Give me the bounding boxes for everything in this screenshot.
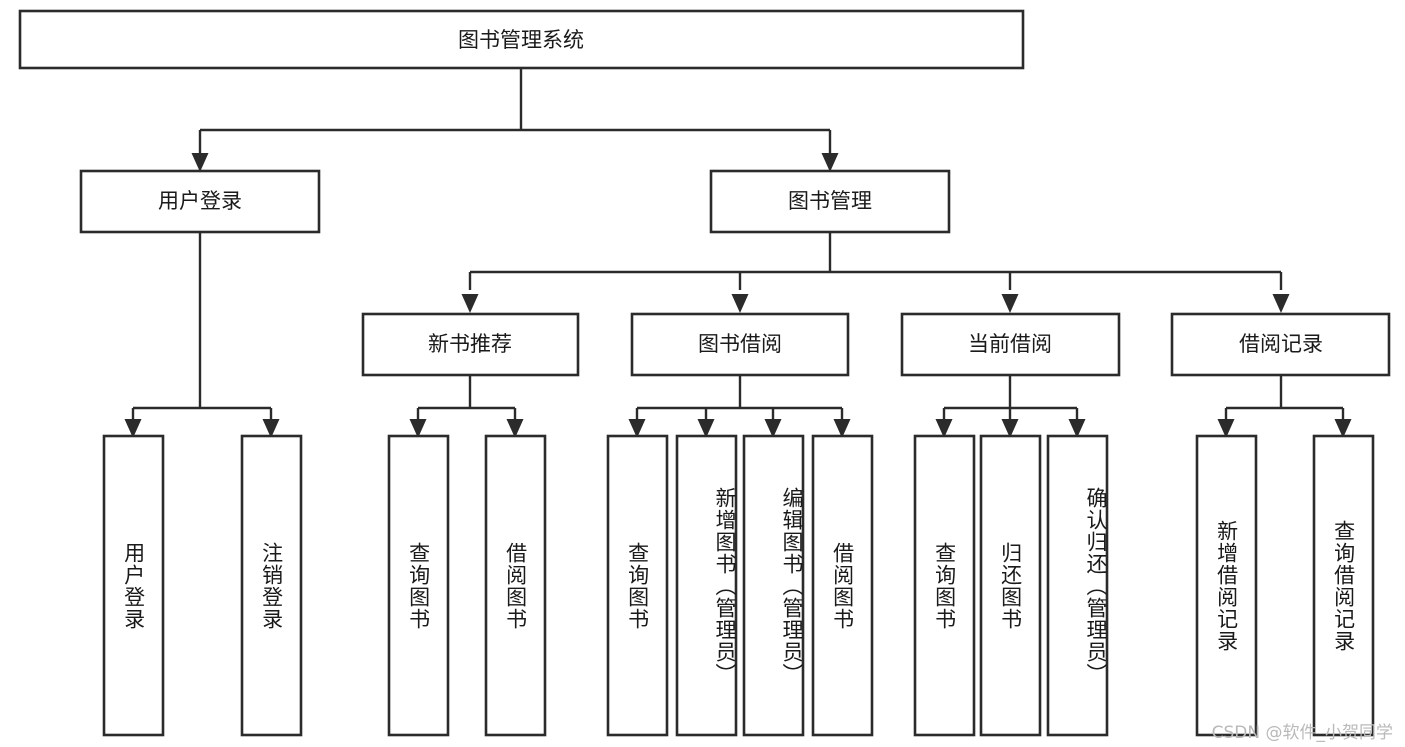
leaf-box-return-book [979, 434, 1042, 737]
leaf-box-logout-login [240, 434, 303, 737]
leaf-box-add-book-admin [675, 434, 738, 737]
leaf-box-query-book-1 [387, 434, 450, 737]
connector-root-to-level1 [191, 68, 839, 172]
csdn-watermark: CSDN @软件_小贺同学 [1211, 723, 1393, 743]
node-borrow-record[interactable]: 借阅记录 [1170, 312, 1391, 377]
leaf-box-query-book-3 [913, 434, 976, 737]
connector-bookmgmt-to-level2 [461, 232, 1290, 313]
leaf-box-query-book-2 [606, 434, 669, 737]
node-book-management[interactable]: 图书管理 [709, 169, 951, 234]
node-book-borrow[interactable]: 图书借阅 [630, 312, 850, 377]
leaf-box-user-login [102, 434, 165, 737]
leaf-box-edit-book-admin [742, 434, 805, 737]
leaf-box-query-borrow-record [1312, 434, 1375, 737]
connector-bookborrow-to-leaves [628, 375, 851, 438]
node-root-label: 图书管理系统 [458, 28, 584, 52]
node-user-login-label: 用户登录 [158, 189, 242, 213]
connector-userlogin-to-leaves [124, 232, 280, 438]
node-current-borrow-label: 当前借阅 [968, 332, 1052, 356]
node-current-borrow[interactable]: 当前借阅 [900, 312, 1121, 377]
node-borrow-record-label: 借阅记录 [1239, 332, 1323, 356]
node-new-book-recommend-label: 新书推荐 [428, 332, 512, 356]
node-root-book-management-system[interactable]: 图书管理系统 [18, 9, 1025, 70]
connector-borrowrecord-to-leaves [1217, 375, 1352, 438]
node-new-book-recommend[interactable]: 新书推荐 [361, 312, 580, 377]
leaf-box-borrow-book-2 [811, 434, 874, 737]
node-book-management-label: 图书管理 [788, 189, 872, 213]
node-book-borrow-label: 图书借阅 [698, 332, 782, 356]
node-user-login[interactable]: 用户登录 [79, 169, 321, 234]
leaf-box-confirm-return [1046, 434, 1109, 737]
leaf-box-borrow-book-1 [484, 434, 547, 737]
connector-newbook-to-leaves [409, 375, 524, 438]
connector-currentborrow-to-leaves [935, 375, 1086, 438]
leaf-box-add-borrow-record [1195, 434, 1258, 737]
leaf-boxes-group [102, 434, 1375, 737]
